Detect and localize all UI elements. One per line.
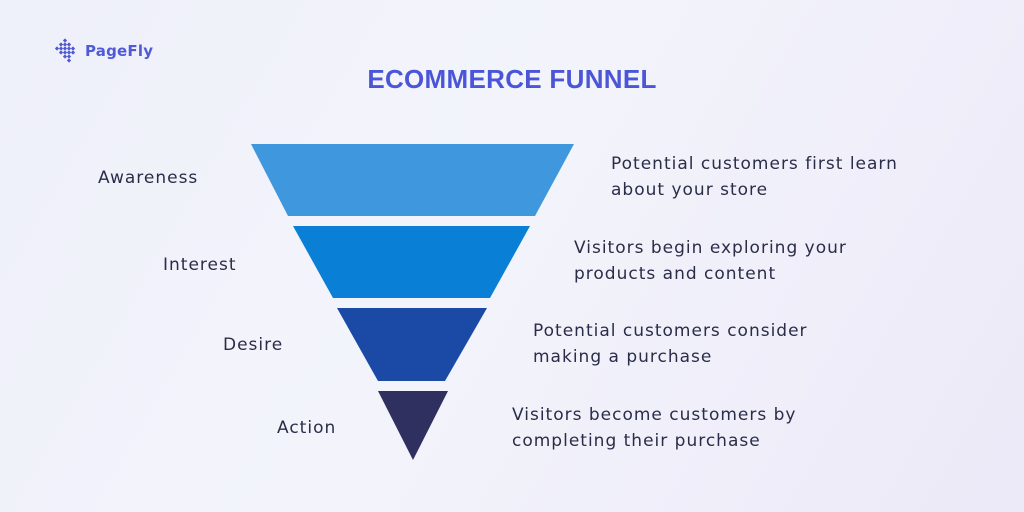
diagram-title: ECOMMERCE FUNNEL [367,64,657,94]
description-line: making a purchase [533,347,713,367]
diamond-grid-icon [54,38,76,63]
pagefly-logo: PageFly [51,37,153,65]
stage-description-desire: Potential customers consider making a pu… [533,318,808,370]
funnel-segment-desire [337,308,487,381]
stage-label-interest: Interest [163,255,237,275]
stage-label-awareness: Awareness [98,168,199,188]
stage-label-desire: Desire [223,335,284,355]
description-line: Visitors become customers by [512,405,797,425]
description-line: products and content [574,264,777,284]
funnel-segment-interest [293,226,530,298]
description-line: completing their purchase [512,431,761,451]
description-line: Potential customers first learn [611,154,898,174]
stage-label-action: Action [277,418,337,438]
description-line: Potential customers consider [533,321,808,341]
description-line: about your store [611,180,769,200]
funnel-segment-awareness [251,144,574,216]
stage-description-action: Visitors become customers by completing … [512,402,796,454]
stage-description-interest: Visitors begin exploring your products a… [574,235,847,287]
stage-description-awareness: Potential customers first learn about yo… [611,151,898,203]
brand-name: PageFly [85,42,154,60]
description-line: Visitors begin exploring your [574,238,847,258]
funnel-segment-action [378,391,448,460]
